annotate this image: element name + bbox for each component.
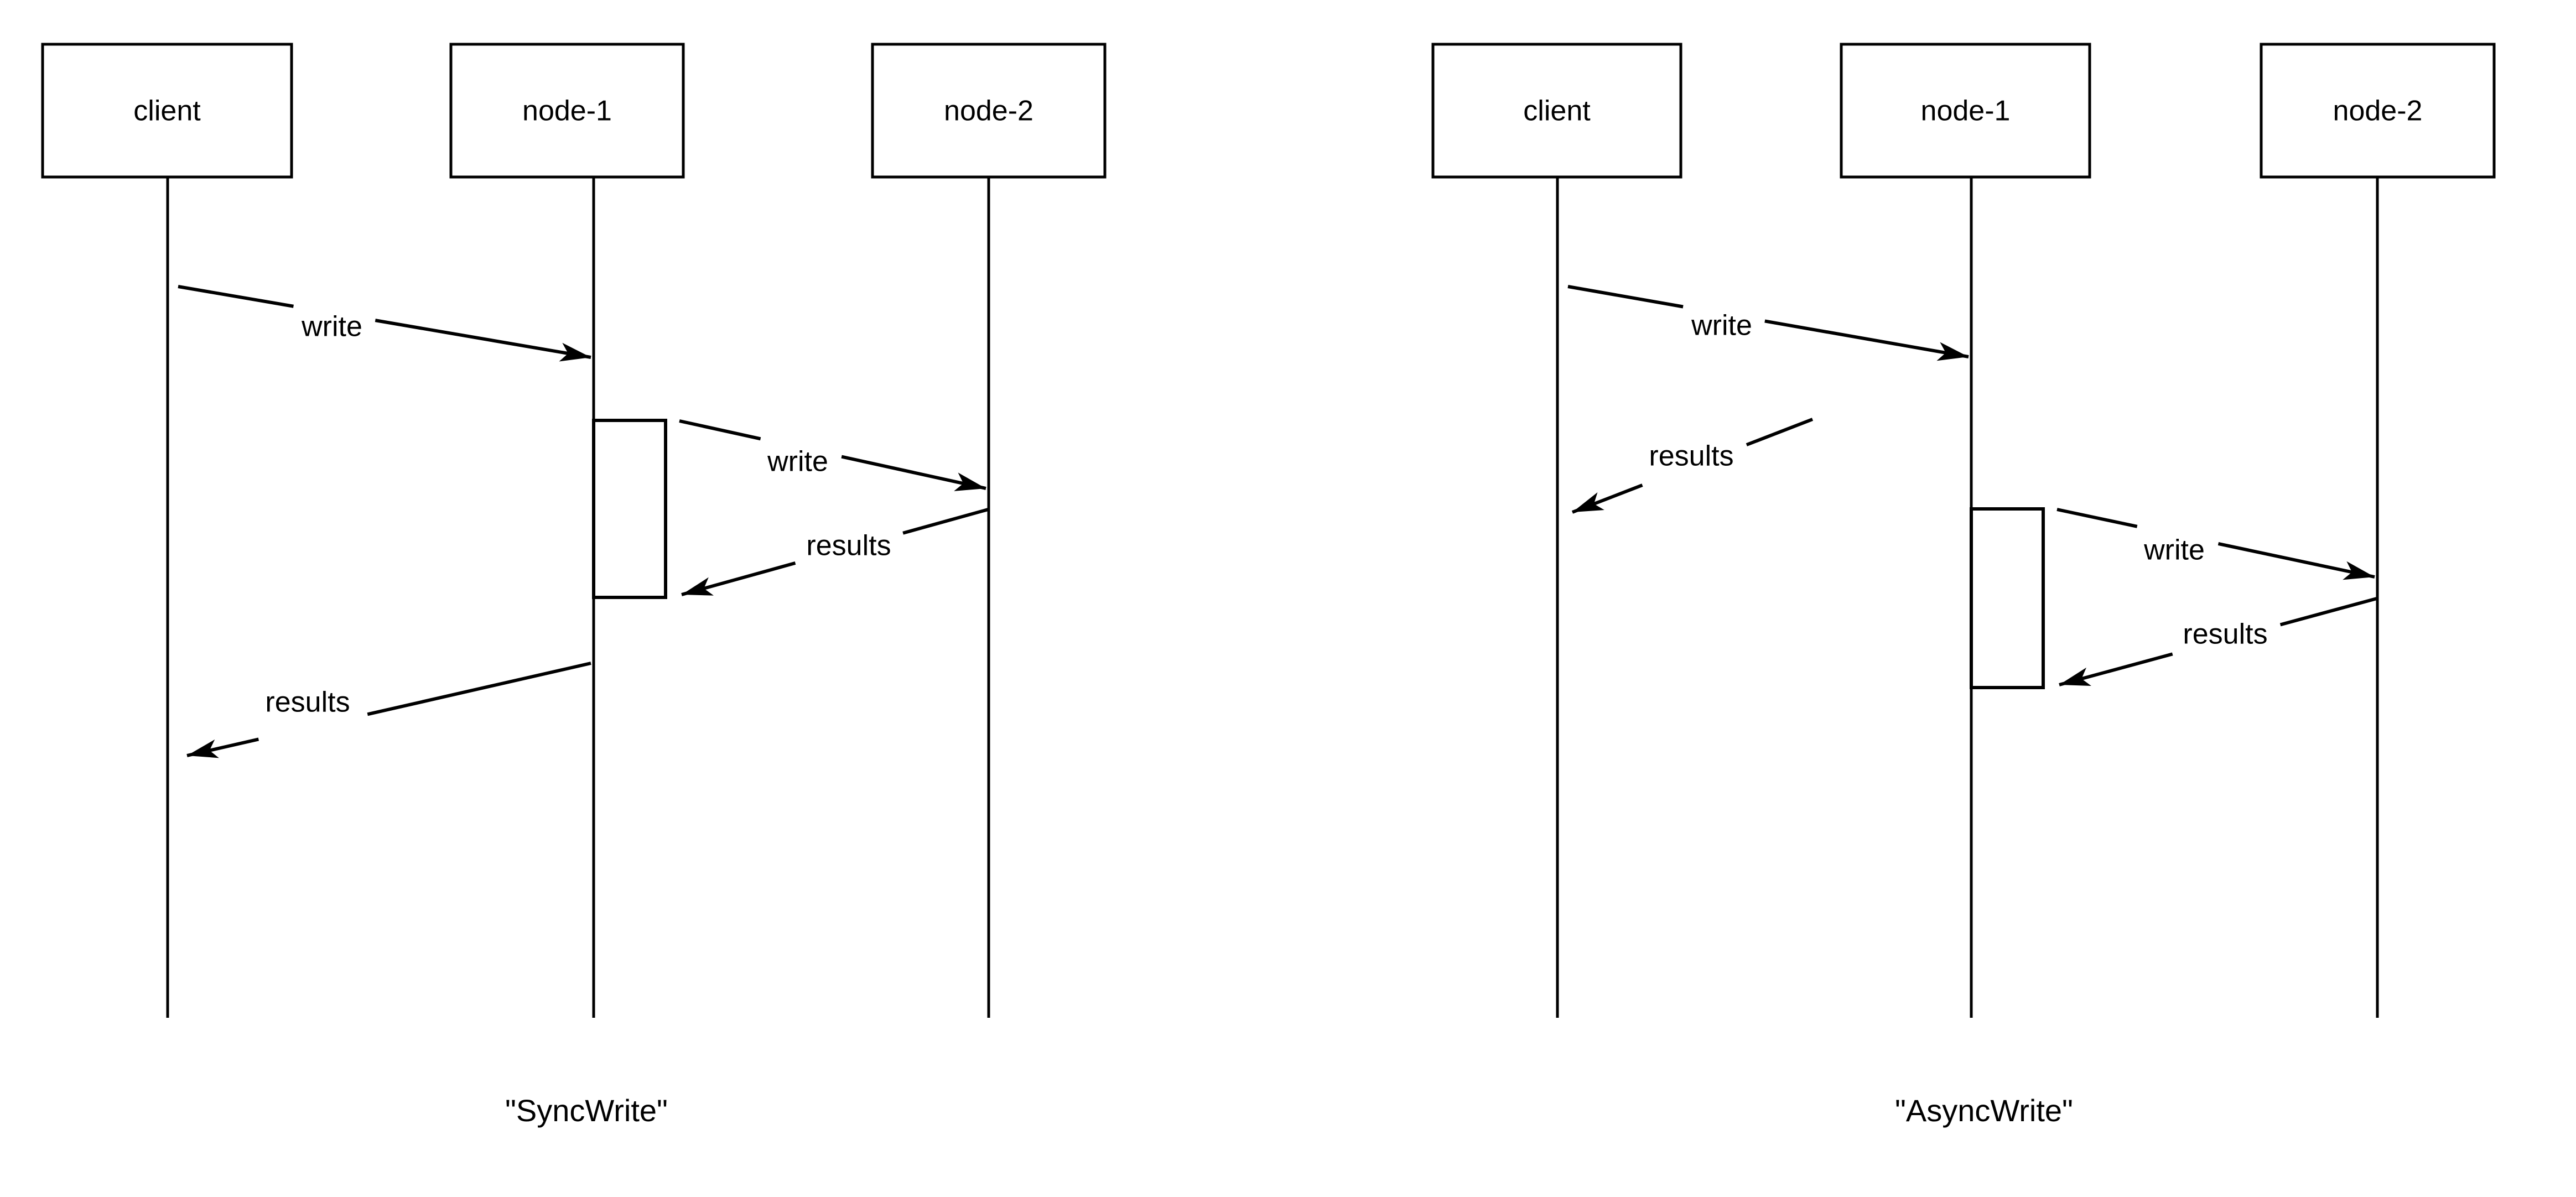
message-line-segment	[2217, 542, 2375, 579]
diagram-caption-sync-write: "SyncWrite"	[505, 1093, 668, 1128]
activation-bar-node-1	[592, 419, 667, 599]
message-results-1: results	[1571, 418, 1814, 514]
message-arrowhead	[187, 739, 219, 758]
participant-box-node-1[interactable]	[1840, 43, 2091, 179]
message-line-segment	[375, 319, 591, 359]
message-line-segment	[841, 455, 986, 490]
message-arrowhead	[559, 342, 591, 362]
message-arrowhead	[682, 577, 714, 596]
message-arrowhead	[2059, 667, 2091, 686]
message-line-segment	[1567, 285, 1684, 309]
message-arrowhead	[2343, 561, 2375, 580]
message-label-results: results	[265, 686, 350, 719]
message-results-3: results	[186, 662, 591, 758]
message-write-2: write	[2056, 508, 2375, 580]
message-arrowhead	[1572, 492, 1604, 512]
participant-label-client: client	[133, 95, 201, 127]
message-line-segment	[679, 419, 761, 441]
message-label-results: results	[2183, 618, 2267, 650]
message-label-write: write	[1691, 310, 1752, 342]
message-line-segment	[2279, 597, 2377, 627]
participant-box-client[interactable]	[41, 43, 293, 179]
message-label-write: write	[301, 311, 362, 343]
message-label-write: write	[767, 446, 828, 478]
message-results-2: results	[681, 508, 989, 596]
participant-label-node-2: node-2	[944, 95, 1033, 127]
message-label-results: results	[1649, 440, 1733, 472]
message-write-1: write	[679, 419, 986, 491]
message-line-segment	[902, 508, 989, 535]
participant-box-client[interactable]	[1431, 43, 1682, 179]
sequence-diagram-async-write: client node-1 node-2 write results write resul…	[1431, 43, 2496, 1128]
participant-box-node-1[interactable]	[449, 43, 685, 179]
message-write-0: write	[178, 285, 591, 362]
diagram-caption-async-write: "AsyncWrite"	[1895, 1093, 2073, 1128]
message-write-0: write	[1567, 285, 1969, 361]
participant-label-node-1: node-1	[1921, 95, 2011, 127]
message-line-segment	[178, 285, 294, 308]
message-line-segment	[2056, 508, 2138, 528]
message-results-3: results	[2059, 597, 2377, 686]
sequence-diagram-sync-write: client node-1 node-2 write write results resul…	[41, 43, 1107, 1128]
message-label-results: results	[806, 530, 891, 562]
participant-label-node-1: node-1	[522, 95, 612, 127]
participant-label-client: client	[1523, 95, 1591, 127]
message-line-segment	[1746, 418, 1814, 446]
message-line-segment	[367, 662, 591, 716]
participant-box-node-2[interactable]	[871, 43, 1107, 179]
participant-label-node-2: node-2	[2333, 95, 2423, 127]
participant-box-node-2[interactable]	[2260, 43, 2496, 179]
message-arrowhead	[954, 472, 986, 491]
activation-bar-node-1	[1970, 507, 2045, 689]
message-line-segment	[1764, 319, 1969, 358]
message-arrowhead	[1936, 342, 1969, 361]
message-label-write: write	[2143, 534, 2205, 566]
